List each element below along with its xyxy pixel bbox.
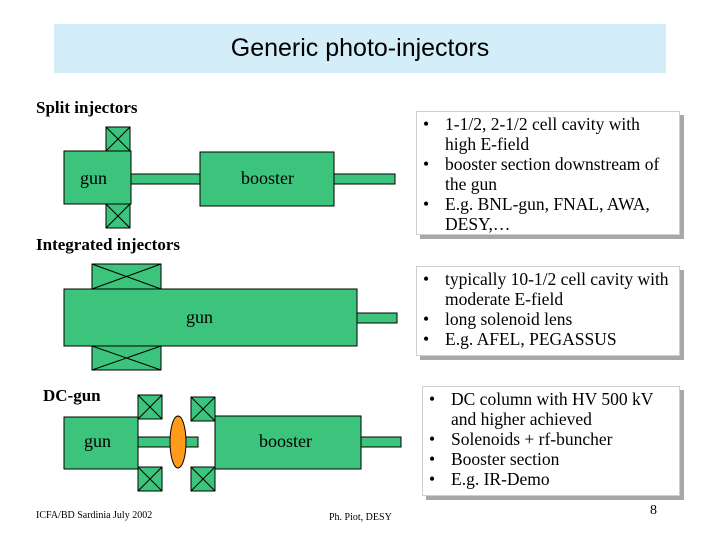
dc-gun-diagram xyxy=(63,394,402,492)
dc-bullet-1: DC column with HV 500 kV and higher achi… xyxy=(427,389,673,429)
dc-gun-body xyxy=(63,416,139,470)
dc-booster-cavity xyxy=(214,415,362,470)
title-banner: Generic photo-injectors xyxy=(54,24,666,73)
dc-booster-label: booster xyxy=(259,431,312,451)
split-injector-diagram xyxy=(63,126,396,229)
dc-bullet-2: Solenoids + rf-buncher xyxy=(427,429,673,449)
split-booster-cavity xyxy=(199,151,335,207)
integrated-injector-diagram xyxy=(63,263,398,371)
integrated-bullets-box: typically 10-1/2 cell cavity with modera… xyxy=(416,266,680,356)
page-number: 8 xyxy=(650,503,657,518)
split-beam-pipe-1 xyxy=(130,173,201,185)
dc-bullet-3: Booster section xyxy=(427,449,673,469)
integrated-bullet-2: long solenoid lens xyxy=(421,309,673,329)
footer-author: Ph. Piot, DESY xyxy=(329,512,392,523)
rf-buncher xyxy=(169,415,187,469)
dc-bullet-4: E.g. IR-Demo xyxy=(427,469,673,489)
integrated-gun-cavity xyxy=(63,288,358,347)
split-bullets-box: 1-1/2, 2-1/2 cell cavity with high E-fie… xyxy=(416,111,680,235)
split-bullet-1: 1-1/2, 2-1/2 cell cavity with high E-fie… xyxy=(421,114,673,154)
integrated-beam-pipe xyxy=(356,312,398,324)
footer-conference: ICFA/BD Sardinia July 2002 xyxy=(36,510,153,521)
integrated-gun-label: gun xyxy=(186,307,213,327)
split-beam-pipe-2 xyxy=(333,173,396,185)
integrated-bullet-3: E.g. AFEL, PEGASSUS xyxy=(421,329,673,349)
split-booster-label: booster xyxy=(241,168,294,188)
integrated-injectors-label: Integrated injectors xyxy=(36,235,180,254)
dc-beam-pipe-1 xyxy=(137,436,199,448)
page-title: Generic photo-injectors xyxy=(230,34,490,62)
dc-gun-text-label: gun xyxy=(84,431,111,451)
split-bullet-2: booster section downstream of the gun xyxy=(421,154,673,194)
dc-beam-pipe-2 xyxy=(360,436,402,448)
split-injectors-label: Split injectors xyxy=(36,98,138,117)
integrated-bullet-1: typically 10-1/2 cell cavity with modera… xyxy=(421,269,673,309)
split-gun-label: gun xyxy=(80,168,107,188)
split-gun-cavity xyxy=(63,150,132,205)
dc-bullets-box: DC column with HV 500 kV and higher achi… xyxy=(422,386,680,496)
dc-gun-label: DC-gun xyxy=(43,386,101,405)
split-bullet-3: E.g. BNL-gun, FNAL, AWA, DESY,… xyxy=(421,194,673,234)
